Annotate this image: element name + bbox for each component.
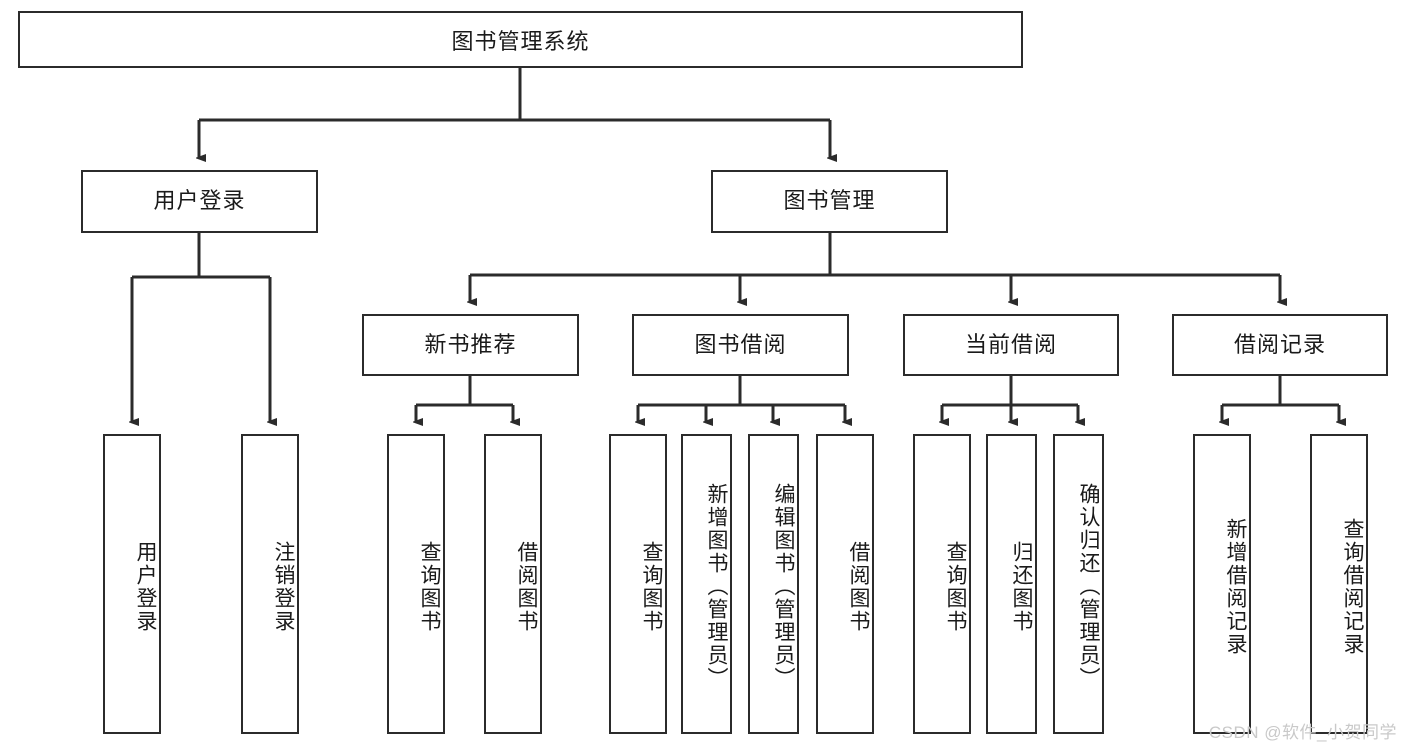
node-current-borrow[interactable]: 当前借阅: [903, 314, 1119, 376]
leaf-user-logout[interactable]: 注销登录: [241, 434, 299, 734]
node-root[interactable]: 图书管理系统: [18, 11, 1023, 68]
leaf-confirm-return[interactable]: 确认归还（管理员）: [1053, 434, 1104, 734]
node-book-borrow-label: 图书借阅: [694, 331, 787, 357]
leaf-query-record-label: 查询借阅记录: [1341, 518, 1364, 656]
leaf-confirm-return-label: 确认归还（管理员）: [1077, 482, 1100, 690]
leaf-borrow-book-2-label: 借阅图书: [847, 541, 870, 633]
leaf-return-book-label: 归还图书: [1010, 541, 1033, 633]
leaf-query-book-2-label: 查询图书: [640, 541, 663, 633]
leaf-query-book-2[interactable]: 查询图书: [609, 434, 667, 734]
leaf-add-record[interactable]: 新增借阅记录: [1193, 434, 1251, 734]
leaf-user-logout-label: 注销登录: [272, 541, 295, 633]
leaf-query-record[interactable]: 查询借阅记录: [1310, 434, 1368, 734]
node-book-manage-label: 图书管理: [783, 188, 876, 214]
leaf-edit-book[interactable]: 编辑图书（管理员）: [748, 434, 799, 734]
node-book-borrow[interactable]: 图书借阅: [632, 314, 849, 376]
leaf-user-login-label: 用户登录: [134, 541, 157, 633]
leaf-query-book-1[interactable]: 查询图书: [387, 434, 445, 734]
node-new-book-rec-label: 新书推荐: [424, 331, 517, 357]
leaf-query-book-1-label: 查询图书: [418, 541, 441, 633]
leaf-query-book-3[interactable]: 查询图书: [913, 434, 971, 734]
leaf-add-book[interactable]: 新增图书（管理员）: [681, 434, 732, 734]
leaf-borrow-book-1-label: 借阅图书: [515, 541, 538, 633]
leaf-user-login[interactable]: 用户登录: [103, 434, 161, 734]
csdn-watermark: CSDN @软件_小贺同学: [1208, 723, 1397, 742]
node-new-book-rec[interactable]: 新书推荐: [362, 314, 579, 376]
node-user-login-label: 用户登录: [153, 188, 246, 214]
node-borrow-record-label: 借阅记录: [1233, 331, 1326, 357]
node-user-login[interactable]: 用户登录: [81, 170, 318, 233]
leaf-borrow-book-1[interactable]: 借阅图书: [484, 434, 542, 734]
node-borrow-record[interactable]: 借阅记录: [1172, 314, 1388, 376]
leaf-query-book-3-label: 查询图书: [944, 541, 967, 633]
leaf-borrow-book-2[interactable]: 借阅图书: [816, 434, 874, 734]
leaf-edit-book-label: 编辑图书（管理员）: [772, 482, 795, 690]
node-root-label: 图书管理系统: [451, 28, 590, 54]
node-book-manage[interactable]: 图书管理: [711, 170, 948, 233]
leaf-return-book[interactable]: 归还图书: [986, 434, 1037, 734]
leaf-add-book-label: 新增图书（管理员）: [705, 482, 728, 690]
leaf-add-record-label: 新增借阅记录: [1224, 518, 1247, 656]
node-current-borrow-label: 当前借阅: [964, 331, 1057, 357]
